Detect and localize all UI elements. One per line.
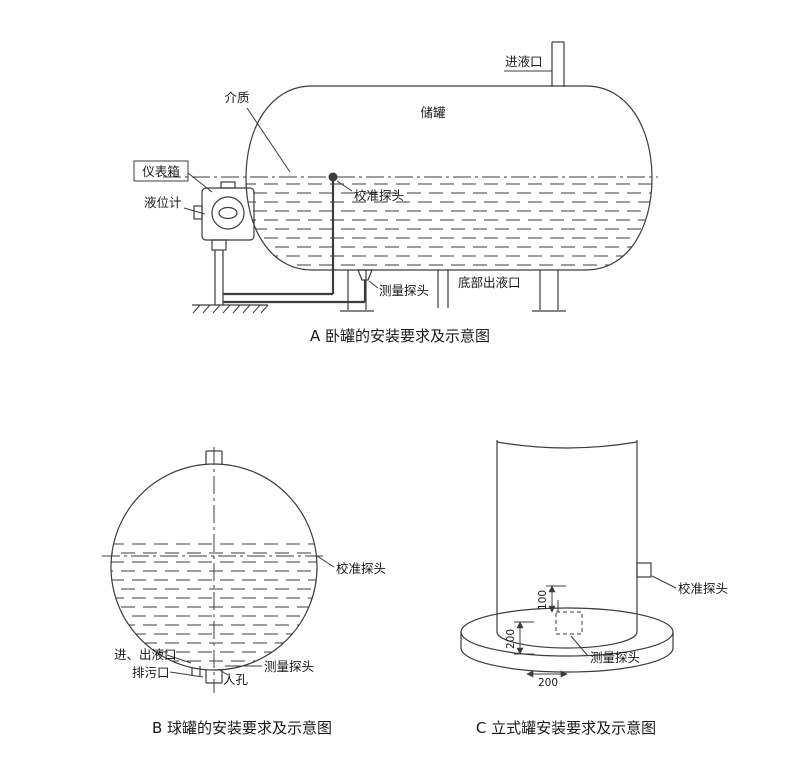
label-tank: 储罐 (420, 105, 446, 120)
label-calibration-probe-c: 校准探头 (678, 581, 728, 596)
label-measurement-probe-b: 测量探头 (264, 659, 314, 674)
transmitter-display-needle (218, 206, 238, 220)
label-measurement-probe-c: 测量探头 (590, 650, 640, 665)
label-bottom-outlet: 底部出液口 (458, 275, 521, 290)
measurement-probe-funnel (357, 269, 373, 281)
probe-detail-box (555, 611, 583, 635)
dim-100-text: 100 (537, 590, 549, 610)
calibration-probe-dot (328, 172, 338, 182)
sphere-manhole-leader (217, 668, 229, 676)
sphere-drain-stub (191, 666, 201, 676)
sphere-inlet-leader (166, 654, 192, 664)
diagram-c: 测量探头 100 200 200 校准探头 C 立式罐安装要求及示意图 (460, 440, 728, 737)
dim-200-side-text: 200 (505, 629, 517, 649)
transmitter-cap (220, 181, 236, 189)
label-inlet-outlet: 进、出液口 (114, 647, 177, 662)
tank-leg-left (340, 270, 374, 312)
label-manhole: 人孔 (223, 672, 249, 687)
caption-b: B 球罐的安装要求及示意图 (152, 719, 332, 737)
diagram-a: 进液口 储罐 介质 校准探头 测量探头 底部出液口 (133, 41, 658, 345)
transmitter-knob (193, 205, 203, 220)
base-inner-front-arc (496, 631, 638, 649)
tank-liquid-hatch (246, 182, 652, 268)
medium-leader (246, 107, 291, 173)
label-inlet: 进液口 (505, 54, 543, 69)
label-level-gauge: 液位计 (144, 195, 182, 210)
label-calibration-probe-b: 校准探头 (336, 561, 386, 576)
level-transmitter (193, 181, 255, 305)
label-calibration-probe-a: 校准探头 (354, 188, 404, 203)
base-outer-bottom-arc (460, 647, 674, 673)
transmitter-neck (211, 239, 227, 251)
calibration-fitting-c (636, 562, 652, 578)
dim-200-bottom-text: 200 (538, 677, 558, 689)
caption-c: C 立式罐安装要求及示意图 (476, 719, 656, 737)
caption-a: A 卧罐的安装要求及示意图 (310, 327, 490, 345)
tank-leg-right (532, 270, 566, 312)
diagram-b: 校准探头 进、出液口 排污口 人孔 测量探头 B 球罐的安装要求及示意图 (102, 447, 386, 737)
label-measurement-probe-a: 测量探头 (379, 283, 429, 298)
transmitter-display (211, 196, 245, 230)
sphere-bottom-nozzle (205, 670, 223, 684)
stand-base-hatch (192, 304, 269, 314)
horizontal-tank-outline (245, 85, 653, 271)
base-outer-top-ellipse (460, 607, 674, 657)
sphere-top-nozzle (205, 450, 223, 464)
calibration-probe-leader (336, 180, 353, 192)
instrument-box-frame (133, 160, 189, 182)
sphere-calibration-leader (316, 555, 335, 568)
label-instrument-box: 仪表箱 (142, 164, 180, 179)
cylinder-top-arc (496, 441, 638, 449)
bottom-outlet-pipe (437, 270, 449, 308)
inlet-pipe (551, 41, 565, 87)
sphere-drain-leader (169, 671, 204, 678)
stand-base (192, 304, 269, 314)
transmitter-housing (201, 187, 255, 241)
instrument-box-leader (187, 172, 213, 193)
calibration-leader-c (651, 575, 677, 589)
label-medium: 介质 (224, 90, 249, 105)
label-drain: 排污口 (132, 665, 170, 680)
measure-leader-c (570, 635, 589, 657)
measurement-probe-leader (368, 280, 379, 289)
